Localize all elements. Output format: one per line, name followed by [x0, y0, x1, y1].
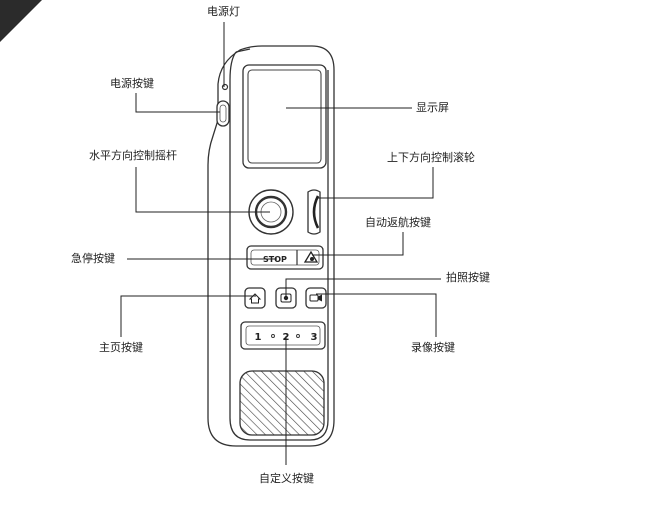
power-button[interactable]	[216, 100, 230, 127]
vertical-scroll-wheel[interactable]	[307, 189, 321, 235]
corner-decoration	[0, 0, 42, 42]
speaker-grille	[239, 370, 325, 436]
custom-keys-bar	[240, 321, 326, 350]
label-record-button: 录像按键	[411, 341, 455, 354]
display-screen	[242, 64, 327, 169]
label-horizontal-joystick: 水平方向控制摇杆	[89, 149, 177, 162]
leader-lines	[120, 22, 441, 465]
label-power-button: 电源按键	[110, 77, 154, 90]
label-vertical-wheel: 上下方向控制滚轮	[387, 151, 475, 164]
home-icon	[248, 293, 262, 304]
label-emergency-stop-button: 急停按键	[71, 252, 115, 265]
stop-return-bar	[246, 245, 324, 270]
label-home-button: 主页按键	[99, 341, 143, 354]
home-button[interactable]	[244, 287, 266, 309]
custom-key-1[interactable]: 1	[255, 332, 262, 343]
horizontal-joystick[interactable]	[248, 189, 294, 235]
label-auto-return-button: 自动返航按键	[365, 216, 431, 229]
label-photo-button: 拍照按键	[446, 271, 490, 284]
photo-button[interactable]	[275, 287, 297, 309]
label-custom-button: 自定义按键	[259, 472, 314, 485]
power-light-icon	[221, 83, 229, 91]
custom-key-3[interactable]: 3	[311, 332, 318, 343]
label-power-light: 电源灯	[207, 5, 240, 18]
record-button[interactable]	[305, 287, 327, 309]
label-display: 显示屏	[416, 101, 449, 114]
auto-return-icon[interactable]	[303, 250, 319, 263]
